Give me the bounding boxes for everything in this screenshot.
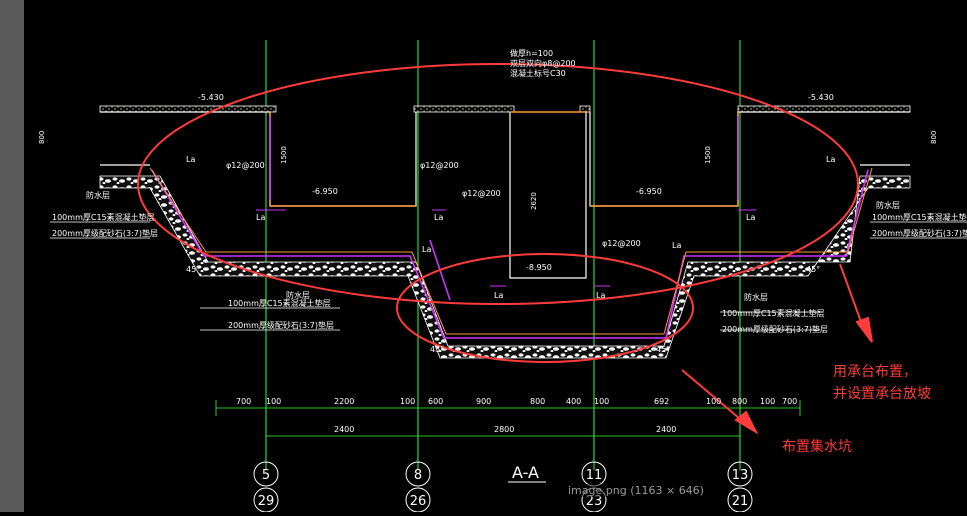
layer-c15-mid: 100mm厚C15素混凝土垫层 [228, 298, 331, 308]
note-line-3: 混凝土标号C30 [510, 68, 566, 78]
svg-text:800: 800 [930, 131, 938, 144]
la-label-1: La [186, 155, 195, 164]
svg-text:400: 400 [566, 397, 581, 406]
note-line-2: 双层双向φ8@200 [510, 58, 576, 68]
la-label-7: La [826, 155, 835, 164]
svg-text:600: 600 [428, 397, 443, 406]
svg-text:21: 21 [732, 494, 749, 509]
annotation-sump-layout: 布置集水坑 [782, 439, 852, 455]
dimension-lines [215, 400, 801, 437]
layer-gravel-left: 200mm厚级配砂石(3:7)垫层 [52, 228, 158, 238]
svg-text:800: 800 [38, 131, 46, 144]
rebar-label-3: φ12@200 [462, 189, 501, 198]
svg-text:100: 100 [594, 397, 609, 406]
image-filename: image.png (1163 × 646) [568, 484, 704, 497]
svg-text:29: 29 [258, 494, 275, 509]
slope-angle-3: 45° [656, 345, 670, 354]
section-drawing: -5.430 -5.430 -6.950 -6.950 -8.950 做厚h=1… [38, 40, 967, 513]
svg-text:1500: 1500 [280, 146, 288, 164]
layer-c15-left: 100mm厚C15素混凝土垫层 [52, 212, 155, 222]
markup-arrows [681, 263, 873, 435]
slope-angle-2: 45° [430, 345, 444, 354]
rebar-label-4: φ12@200 [602, 239, 641, 248]
svg-text:900: 900 [476, 397, 491, 406]
svg-text:2400: 2400 [656, 425, 676, 434]
la-label-4: La [422, 245, 431, 254]
left-panel-strip [0, 0, 24, 512]
structure-outline [100, 111, 910, 279]
svg-text:700: 700 [236, 397, 251, 406]
markup-ellipses [137, 63, 859, 363]
svg-text:26: 26 [410, 494, 427, 509]
svg-text:2400: 2400 [334, 425, 354, 434]
la-label-9: La [596, 291, 605, 300]
svg-text:5: 5 [262, 468, 270, 483]
layer-c15-far-right: 100mm厚C15素混凝土垫层 [872, 212, 967, 222]
dimension-texts: 700 100 2200 100 600 900 800 400 100 692… [236, 397, 797, 434]
section-title: A-A [512, 463, 539, 482]
elevation-top-left: -5.430 [198, 93, 224, 102]
svg-text:100: 100 [760, 397, 775, 406]
svg-text:100: 100 [400, 397, 415, 406]
elevation-pit-bottom: -8.950 [526, 263, 552, 272]
la-label-5: La [672, 241, 681, 250]
svg-text:100: 100 [266, 397, 281, 406]
elevation-mid-left: -6.950 [312, 187, 338, 196]
svg-text:692: 692 [654, 397, 669, 406]
svg-text:2620: 2620 [530, 192, 538, 210]
svg-text:23: 23 [586, 494, 603, 509]
la-label-2: La [256, 213, 265, 222]
drawing-texts: -5.430 -5.430 -6.950 -6.950 -8.950 做厚h=1… [52, 48, 967, 354]
svg-text:800: 800 [530, 397, 545, 406]
elevation-mid-right: -6.950 [636, 187, 662, 196]
svg-text:100: 100 [706, 397, 721, 406]
slope-angle-4: 45° [806, 265, 820, 274]
rebar-label-1: φ12@200 [226, 161, 265, 170]
svg-text:13: 13 [732, 468, 749, 483]
rebar-label-2: φ12@200 [420, 161, 459, 170]
annotation-cap-layout-2: 并设置承台放坡 [833, 386, 931, 402]
svg-text:1500: 1500 [704, 146, 712, 164]
layer-c15-right: 100mm厚C15素混凝土垫层 [722, 308, 825, 318]
slab-bands [269, 111, 739, 207]
cad-drawing-canvas[interactable]: -5.430 -5.430 -6.950 -6.950 -8.950 做厚h=1… [24, 0, 967, 513]
la-label-6: La [746, 213, 755, 222]
la-label-8: La [494, 291, 503, 300]
layer-waterproof-right: 防水层 [744, 292, 768, 302]
svg-text:2800: 2800 [494, 425, 514, 434]
slope-angle-1: 45° [186, 265, 200, 274]
la-label-3: La [434, 213, 443, 222]
layer-gravel-mid: 200mm厚级配砂石(3:7)垫层 [228, 320, 334, 330]
layer-waterproof-far-right: 防水层 [876, 200, 900, 210]
elevation-top-right: -5.430 [808, 93, 834, 102]
layer-gravel-right: 200mm厚级配砂石(3:7)垫层 [722, 324, 828, 334]
layer-waterproof-mid: 防水层 [286, 290, 310, 300]
svg-text:2200: 2200 [334, 397, 354, 406]
svg-text:11: 11 [586, 468, 603, 483]
layer-gravel-far-right: 200mm厚级配砂石(3:7)垫层 [872, 228, 967, 238]
annotation-cap-layout-1: 用承台布置， [833, 364, 917, 380]
axis-numbers: 5 8 11 13 29 26 23 21 [258, 468, 749, 509]
layer-waterproof-left: 防水层 [86, 190, 110, 200]
note-line-1: 做厚h=100 [510, 48, 553, 58]
svg-text:800: 800 [732, 397, 747, 406]
svg-text:700: 700 [782, 397, 797, 406]
svg-text:8: 8 [414, 468, 422, 483]
